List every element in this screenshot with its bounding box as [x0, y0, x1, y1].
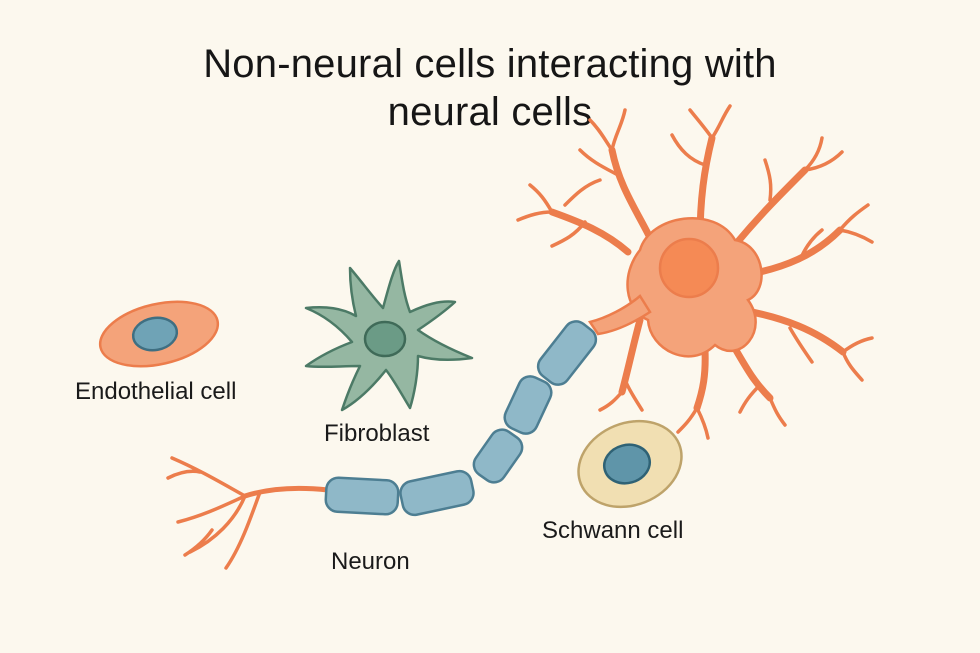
- myelin-segment: [472, 428, 524, 484]
- title-line-2: neural cells: [387, 90, 593, 134]
- endothelial-cell: [98, 300, 220, 368]
- myelin-segment: [536, 320, 598, 386]
- axon-terminal: [166, 456, 331, 570]
- page-title: Non-neural cells interacting with neural…: [0, 40, 980, 136]
- endothelial-cell-nucleus: [131, 316, 179, 352]
- neuron-axon-hillock: [587, 294, 652, 336]
- schwann-cell-label: Schwann cell: [542, 517, 684, 544]
- myelin-segment: [399, 469, 475, 517]
- endothelial-cell-label: Endothelial cell: [75, 378, 237, 405]
- myelin-sheath: [324, 320, 598, 517]
- neuron-label: Neuron: [331, 548, 410, 575]
- fibroblast: [304, 259, 474, 412]
- schwann-cell-nucleus: [602, 443, 652, 485]
- fibroblast-label: Fibroblast: [324, 420, 430, 447]
- neuron-nucleus: [658, 237, 720, 299]
- myelin-segment: [503, 375, 553, 435]
- title-line-1: Non-neural cells interacting with: [203, 42, 777, 86]
- myelin-segment: [324, 476, 400, 516]
- schwann-cell: [577, 419, 683, 509]
- fibroblast-nucleus: [363, 320, 407, 358]
